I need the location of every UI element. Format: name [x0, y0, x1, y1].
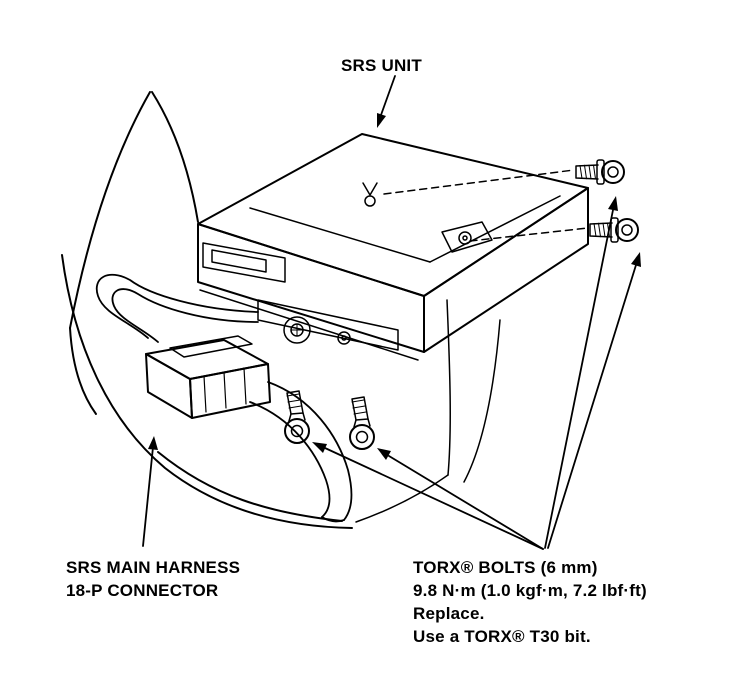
panel-lines	[355, 299, 501, 523]
car-body-outline	[61, 91, 353, 529]
srs-unit-drawing	[197, 133, 589, 361]
torx-bolt-icon	[349, 396, 375, 450]
torx-label-line3: Replace.	[413, 604, 485, 623]
mounting-hole	[441, 221, 493, 253]
torx-bolts-label: TORX® BOLTS (6 mm) 9.8 N·m (1.0 kgf·m, 7…	[413, 556, 647, 648]
torx-label-line2: 9.8 N·m (1.0 kgf·m, 7.2 lbf·ft)	[413, 581, 647, 600]
torx-bolt-icon	[589, 217, 639, 243]
harness-cable-drawing	[95, 274, 353, 523]
leader-arrow-icon	[312, 442, 544, 550]
harness-connector-drawing	[145, 335, 271, 419]
front-bracket	[202, 242, 286, 283]
dashed-alignment-lines	[383, 169, 589, 242]
connector-boss	[257, 299, 399, 351]
harness-label-line2: 18-P CONNECTOR	[66, 581, 219, 600]
srs-unit-front-face	[197, 223, 425, 353]
lower-torx-bolts	[284, 390, 375, 450]
srs-unit-label: SRS UNIT	[341, 56, 422, 75]
pointer-arrows	[142, 75, 641, 550]
torx-label-line1: TORX® BOLTS (6 mm)	[413, 558, 598, 577]
upper-torx-bolts	[575, 159, 639, 243]
torx-bolt-icon	[575, 159, 625, 185]
torx-label-line4: Use a TORX® T30 bit.	[413, 627, 591, 646]
leader-arrow-icon	[377, 75, 396, 128]
leader-arrow-icon	[547, 252, 641, 549]
harness-label-line1: SRS MAIN HARNESS	[66, 558, 241, 577]
torx-bolt-icon	[284, 390, 310, 444]
leader-arrow-icon	[377, 448, 544, 550]
harness-connector-label: SRS MAIN HARNESS 18-P CONNECTOR	[66, 556, 240, 602]
srs-unit-top-face	[197, 133, 589, 297]
leader-arrow-icon	[544, 196, 618, 549]
srs-unit-right-face	[423, 187, 589, 353]
mounting-hole	[362, 182, 378, 207]
leader-arrow-icon	[142, 436, 158, 547]
